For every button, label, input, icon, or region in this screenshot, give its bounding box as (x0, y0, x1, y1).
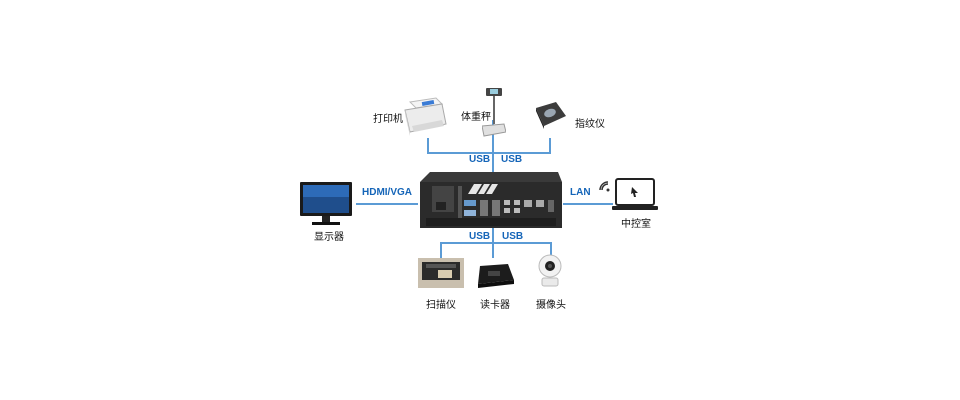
scale-label: 体重秤 (461, 112, 491, 123)
top-left-drop (427, 138, 429, 154)
usb-label-top-right: USB (501, 154, 523, 165)
printer-icon (404, 97, 447, 136)
fingerprint-label: 指纹仪 (575, 119, 605, 130)
bottom-middle-drop (492, 242, 494, 258)
bottom-vertical-line (492, 228, 494, 244)
lan-line (563, 203, 613, 205)
card-reader-label: 读卡器 (480, 300, 510, 311)
industrial-pc-host (420, 172, 562, 228)
top-horizontal-line (427, 152, 551, 154)
bottom-right-drop (550, 242, 552, 258)
monitor-label: 显示器 (314, 232, 344, 243)
wifi-icon (599, 181, 610, 192)
laptop-icon (612, 178, 658, 210)
bottom-horizontal-line (440, 242, 552, 244)
card-reader-icon (478, 264, 514, 288)
scanner-icon (418, 258, 464, 288)
scanner-label: 扫描仪 (426, 300, 456, 311)
display-line (356, 203, 418, 205)
top-to-host-line (492, 152, 494, 174)
fingerprint-reader-icon (536, 102, 566, 129)
usb-label-top-left: USB (469, 154, 491, 165)
bottom-left-drop (440, 242, 442, 258)
top-right-drop (549, 138, 551, 154)
top-vertical-line (492, 120, 494, 154)
camera-label: 摄像头 (536, 300, 566, 311)
monitor-icon (300, 182, 352, 225)
lan-label: LAN (570, 187, 591, 198)
usb-label-bottom-left: USB (469, 231, 491, 242)
hdmi-vga-label: HDMI/VGA (362, 187, 412, 198)
control-room-label: 中控室 (621, 219, 651, 230)
printer-label: 打印机 (373, 114, 403, 125)
camera-icon (538, 254, 562, 287)
usb-label-bottom-right: USB (502, 231, 524, 242)
scale-icon (482, 88, 506, 137)
